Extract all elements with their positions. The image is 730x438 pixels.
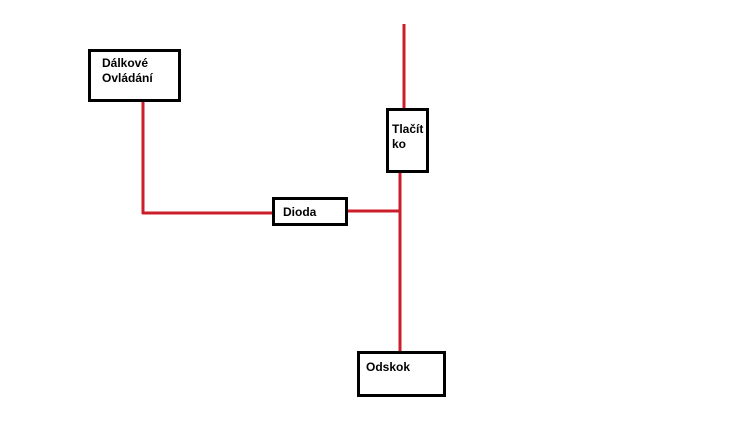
odskok-label: Odskok bbox=[366, 360, 411, 374]
button-box: Tlačítko bbox=[386, 108, 429, 173]
remote-control-label: Dálkové Ovládání bbox=[102, 56, 153, 85]
diode-box: Dioda bbox=[272, 197, 348, 226]
odskok-box: Odskok bbox=[357, 351, 446, 397]
button-label: Tlačítko bbox=[392, 122, 424, 151]
diode-label: Dioda bbox=[283, 205, 317, 219]
remote-control-box: Dálkové Ovládání bbox=[88, 49, 181, 102]
